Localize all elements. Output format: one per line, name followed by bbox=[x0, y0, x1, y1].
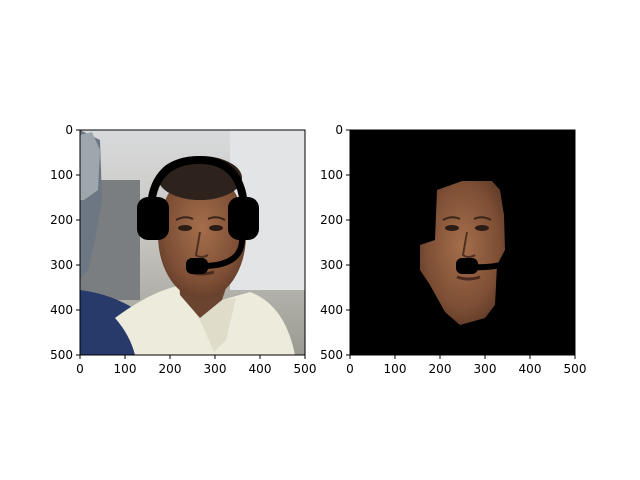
headset-boom bbox=[204, 235, 246, 269]
left-earcup bbox=[137, 197, 169, 240]
right-axes-frame bbox=[349, 129, 576, 356]
y-tick-label: 300 bbox=[320, 258, 343, 272]
y-tick-label: 300 bbox=[50, 258, 73, 272]
y-tick-label: 400 bbox=[50, 303, 73, 317]
y-tick-label: 500 bbox=[320, 348, 343, 362]
right-image-panel bbox=[350, 130, 575, 355]
x-tick-label: 100 bbox=[384, 362, 407, 376]
y-tick-label: 100 bbox=[50, 168, 73, 182]
y-tick-label: 200 bbox=[50, 213, 73, 227]
segmented-brow-left bbox=[442, 216, 461, 221]
x-tick-label: 500 bbox=[294, 362, 317, 376]
y-tick-label: 500 bbox=[50, 348, 73, 362]
x-tick-label: 400 bbox=[249, 362, 272, 376]
segmented-right-eye bbox=[475, 225, 489, 231]
brow-right bbox=[207, 216, 226, 221]
y-tick-label: 200 bbox=[320, 213, 343, 227]
x-tick-label: 300 bbox=[474, 362, 497, 376]
headset-mic bbox=[186, 258, 208, 274]
segmented-brow-right bbox=[473, 216, 492, 221]
y-tick-label: 0 bbox=[335, 123, 343, 137]
nose bbox=[194, 231, 209, 258]
face bbox=[158, 171, 246, 299]
right-eye bbox=[209, 225, 223, 231]
brow-left bbox=[175, 216, 194, 221]
y-tick-label: 100 bbox=[320, 168, 343, 182]
x-tick-label: 400 bbox=[519, 362, 542, 376]
background-person-cap bbox=[80, 132, 100, 200]
headset-band bbox=[147, 155, 248, 206]
x-tick-label: 0 bbox=[346, 362, 354, 376]
left-axes-frame bbox=[79, 129, 306, 356]
x-tick-label: 500 bbox=[564, 362, 587, 376]
right-earcup bbox=[228, 197, 259, 240]
segmented-mouth bbox=[456, 275, 481, 281]
x-tick-label: 200 bbox=[429, 362, 452, 376]
left-eye bbox=[178, 225, 192, 231]
segmented-left-eye bbox=[445, 225, 459, 231]
y-tick-label: 400 bbox=[320, 303, 343, 317]
segmented-headset-mic bbox=[456, 258, 478, 274]
x-tick-label: 0 bbox=[76, 362, 84, 376]
x-tick-label: 200 bbox=[159, 362, 182, 376]
left-image-panel bbox=[80, 130, 305, 355]
segmented-nose bbox=[461, 231, 476, 258]
x-tick-label: 100 bbox=[114, 362, 137, 376]
y-tick-label: 0 bbox=[65, 123, 73, 137]
x-tick-label: 300 bbox=[204, 362, 227, 376]
